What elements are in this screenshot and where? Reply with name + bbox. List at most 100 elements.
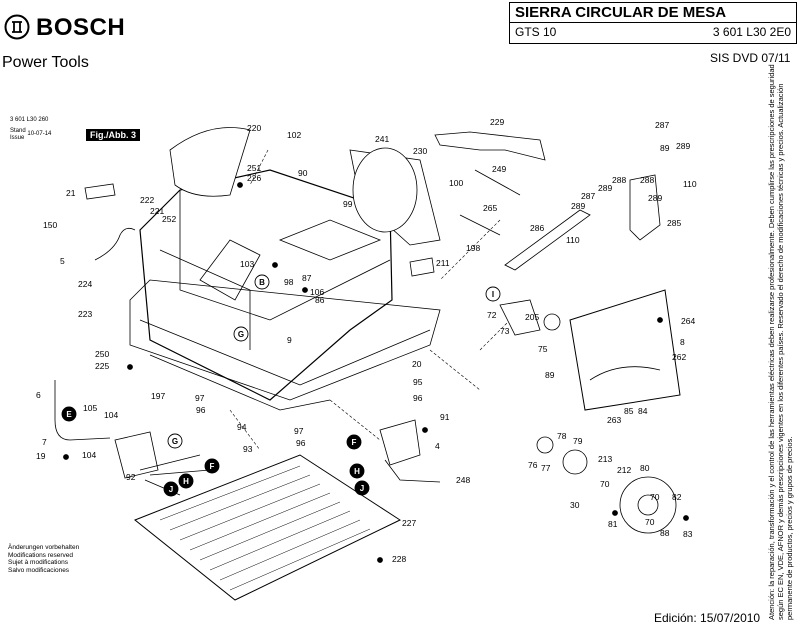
part-number-263: 263 xyxy=(607,415,621,425)
part-number-79: 79 xyxy=(573,436,583,446)
part-number-98: 98 xyxy=(284,277,294,287)
part-number-227: 227 xyxy=(402,518,416,528)
part-number-289: 289 xyxy=(598,183,612,193)
part-number-241: 241 xyxy=(375,134,389,144)
note-line: Sujet à modifications xyxy=(8,559,68,566)
part-number-110: 110 xyxy=(683,179,697,189)
part-number-288: 288 xyxy=(640,175,654,185)
svg-text:J: J xyxy=(169,485,173,494)
callout-f: F xyxy=(346,434,362,450)
part-number-220: 220 xyxy=(247,123,261,133)
part-number-4: 4 xyxy=(435,441,440,451)
part-number-87: 87 xyxy=(302,273,312,283)
svg-text:H: H xyxy=(354,467,360,476)
part-number-92: 92 xyxy=(126,472,136,482)
part-number-265: 265 xyxy=(483,203,497,213)
part-number-286: 286 xyxy=(530,223,544,233)
callout-f: F xyxy=(204,458,220,474)
callout-h: H xyxy=(349,463,365,479)
part-number-73: 73 xyxy=(500,326,510,336)
part-number-70: 70 xyxy=(645,517,655,527)
part-number-90: 90 xyxy=(298,168,308,178)
part-number-96: 96 xyxy=(413,393,423,403)
part-number-89: 89 xyxy=(660,143,670,153)
svg-text:J: J xyxy=(360,484,364,493)
part-number-99: 99 xyxy=(343,199,353,209)
part-number-94: 94 xyxy=(237,422,247,432)
part-number-76: 76 xyxy=(528,460,538,470)
part-number-250: 250 xyxy=(95,349,109,359)
part-number-89: 89 xyxy=(545,370,555,380)
part-number-83: 83 xyxy=(683,529,693,539)
part-number-287: 287 xyxy=(581,191,595,201)
callout-e: E xyxy=(61,406,77,422)
part-number-104: 104 xyxy=(82,450,96,460)
part-number-77: 77 xyxy=(541,463,551,473)
part-number-229: 229 xyxy=(490,117,504,127)
part-number-211: 211 xyxy=(436,258,450,268)
part-number-222: 222 xyxy=(140,195,154,205)
part-number-8: 8 xyxy=(680,337,685,347)
part-number-262: 262 xyxy=(672,352,686,362)
part-number-249: 249 xyxy=(492,164,506,174)
callout-g: G xyxy=(233,326,249,342)
legal-notice-vertical: Atención: la reparación, transformación … xyxy=(767,64,794,620)
model-name: GTS 10 xyxy=(515,25,557,39)
part-number-197: 197 xyxy=(151,391,165,401)
stand-block: Stand Issue 10-07-14 xyxy=(10,128,51,142)
edition-date: Edición: 15/07/2010 xyxy=(654,611,761,625)
part-number-72: 72 xyxy=(487,310,497,320)
svg-text:I: I xyxy=(492,290,494,299)
part-number-205: 205 xyxy=(525,312,539,322)
part-number-110: 110 xyxy=(566,235,580,245)
svg-text:B: B xyxy=(259,278,265,287)
part-number-70: 70 xyxy=(650,492,660,502)
callout-j: J xyxy=(354,480,370,496)
part-number-103: 103 xyxy=(240,259,254,269)
part-number-221: 221 xyxy=(150,206,164,216)
part-number-88: 88 xyxy=(660,528,670,538)
callout-j: J xyxy=(163,481,179,497)
part-number-84: 84 xyxy=(638,406,648,416)
part-number-105: 105 xyxy=(83,403,97,413)
part-number-5: 5 xyxy=(60,256,65,266)
part-number-97: 97 xyxy=(294,426,304,436)
stand-date: 10-07-14 xyxy=(27,131,52,137)
note-line: Änderungen vorbehalten xyxy=(8,544,80,551)
part-number-212: 212 xyxy=(617,465,631,475)
brand-subtitle: Power Tools xyxy=(2,54,89,71)
document-id: 3 601 L30 260 xyxy=(10,117,49,123)
part-number-21: 21 xyxy=(66,188,76,198)
part-number-78: 78 xyxy=(557,431,567,441)
part-number-82: 82 xyxy=(672,492,682,502)
callout-b: B xyxy=(254,274,270,290)
part-number-289: 289 xyxy=(571,201,585,211)
callout-g: G xyxy=(167,433,183,449)
part-number-285: 285 xyxy=(667,218,681,228)
callout-h: H xyxy=(178,473,194,489)
part-number-289: 289 xyxy=(676,141,690,151)
part-number-81: 81 xyxy=(608,519,618,529)
notes-block: Änderungen vorbehalten Modifications res… xyxy=(8,544,79,574)
part-number-213: 213 xyxy=(598,454,612,464)
part-number-287: 287 xyxy=(655,120,669,130)
part-number-252: 252 xyxy=(162,214,176,224)
part-number-9: 9 xyxy=(287,335,292,345)
svg-text:E: E xyxy=(66,410,72,419)
part-number-96: 96 xyxy=(196,405,206,415)
part-number-104: 104 xyxy=(104,410,118,420)
sis-version: SIS DVD 07/11 xyxy=(710,51,791,65)
part-number-228: 228 xyxy=(392,554,406,564)
part-number-106: 106 xyxy=(310,287,324,297)
title-block: SIERRA CIRCULAR DE MESA GTS 10 3 601 L30… xyxy=(509,2,797,44)
part-number-6: 6 xyxy=(36,390,41,400)
part-number-102: 102 xyxy=(287,130,301,140)
bosch-logo-icon xyxy=(4,14,30,40)
part-number-91: 91 xyxy=(440,412,450,422)
part-number-95: 95 xyxy=(413,377,423,387)
svg-text:F: F xyxy=(352,438,357,447)
part-number-288: 288 xyxy=(612,175,626,185)
